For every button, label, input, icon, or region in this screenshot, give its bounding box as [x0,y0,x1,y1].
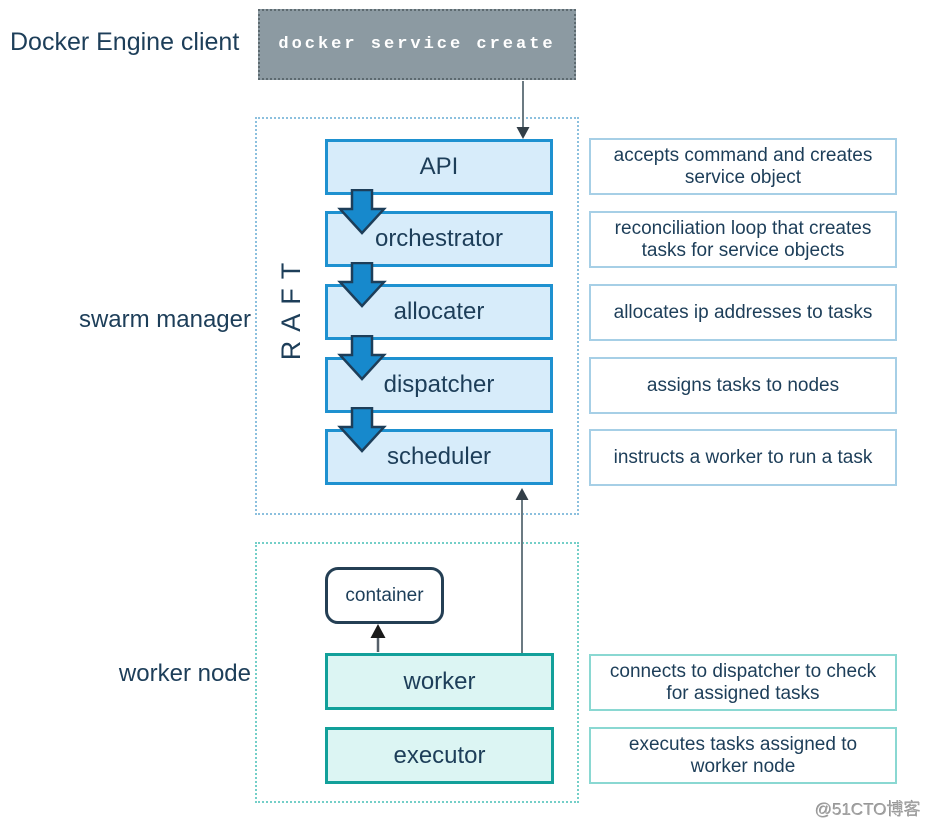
component-box-orchestrator: orchestrator [325,211,553,267]
description-box-executor: executes tasks assigned to worker node [589,727,897,784]
worker-node-panel [255,542,579,803]
description-box-scheduler: instructs a worker to run a task [589,429,897,486]
description-box-dispatcher: assigns tasks to nodes [589,357,897,414]
swarm-manager-panel [255,117,579,515]
description-box-orchestrator: reconciliation loop that creates tasks f… [589,211,897,268]
component-label-worker: worker [403,667,476,695]
flow-arrow-icon [337,262,387,308]
component-label-allocater: allocater [393,298,485,325]
flow-arrow-icon [337,335,387,381]
description-box-allocater: allocates ip addresses to tasks [589,284,897,341]
flow-arrow-icon [337,189,387,235]
component-label-api: API [419,153,459,180]
component-label-executor: executor [393,741,486,769]
description-box-api: accepts command and creates service obje… [589,138,897,195]
container-label: container [345,584,424,606]
component-label-orchestrator: orchestrator [374,225,504,252]
watermark: @51CTO博客 [815,800,921,819]
docker-engine-client-label: Docker Engine client [10,28,240,56]
component-box-executor: executor [325,727,554,784]
component-label-dispatcher: dispatcher [383,371,495,398]
worker-node-label: worker node [118,660,251,687]
docker-command-text: docker service create [278,35,556,54]
component-box-api: API [325,139,553,195]
component-box-worker: worker [325,653,554,710]
flow-arrow-icon [337,407,387,453]
raft-label: RAFT [276,253,306,361]
swarm-manager-label: swarm manager [78,306,251,333]
container-box: container [325,567,444,624]
description-box-worker: connects to dispatcher to check for assi… [589,654,897,711]
docker-command-box: docker service create [258,9,576,80]
component-label-scheduler: scheduler [386,443,492,470]
